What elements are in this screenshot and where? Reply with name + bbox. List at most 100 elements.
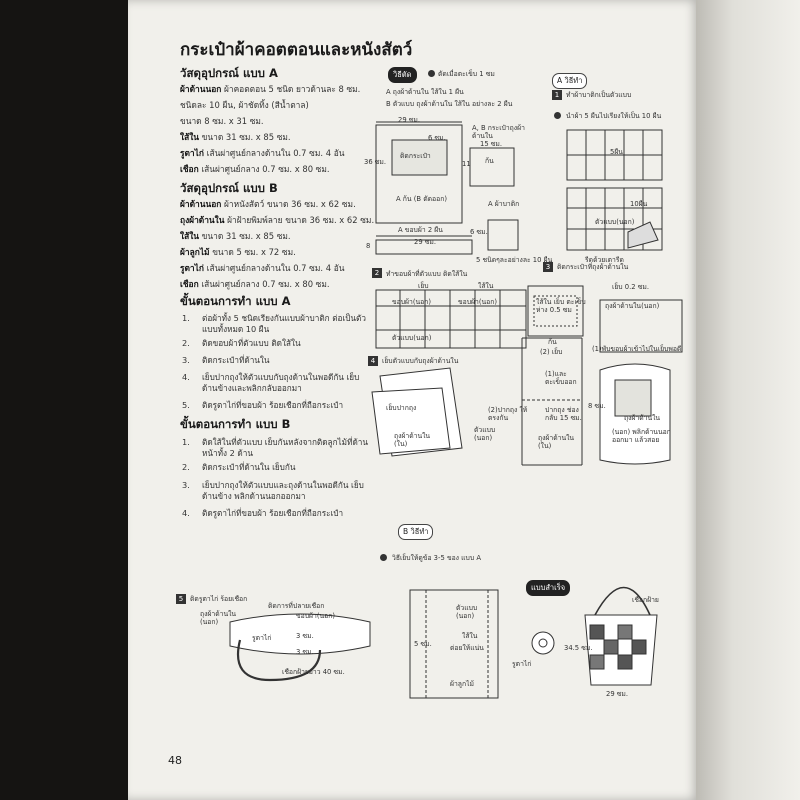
step-num-3: 3 (543, 262, 553, 272)
material-detail: เส้นผ่าศูนย์กลาง 0.7 ซม. x 80 ซม. (198, 279, 330, 289)
b-5cm: 5 ซม. (414, 640, 432, 648)
material-detail: ผ้าคอตตอน 5 ชนิด ยาวด้านละ 8 ซม. (221, 84, 361, 94)
iron-label: รีดด้วยเตารีด (585, 256, 624, 264)
step-number: 3. (182, 480, 190, 490)
fig2-title: ทำขอบผ้าที่ตัวแบบ ติดใส้ใน (386, 270, 468, 278)
material-line: ใส้ใน ขนาด 31 ซม. x 85 ซม. (180, 231, 291, 241)
b-lace: ผ้าลูกไม้ (450, 680, 474, 688)
material-line: รูตาไก่ เส้นผ่าศูนย์กลางด้านใน 0.7 ซม. 4… (180, 148, 344, 158)
fig3-pocket (527, 285, 584, 337)
dim-345: 34.5 ซม. (564, 644, 593, 652)
pattern-piece-pocket (469, 147, 515, 187)
fit-label: (2)ปากถุง ให้ตรงกัน (488, 406, 528, 422)
pocket-label: ติดกระเป๋า (400, 152, 431, 160)
fig5-title: ติดรูตาไก่ ร้อยเชือก (190, 595, 248, 603)
material-detail: ผ้าฝ้ายพิมพ์ลาย ขนาด 36 ซม. x 62 ซม. (224, 215, 375, 225)
material-name: เชือก (180, 279, 199, 289)
step-text: ติดรูตาไก่ที่ขอบผ้า ร้อยเชือกที่ถือกระเป… (202, 508, 344, 518)
iron-shape (627, 221, 659, 249)
cut-b: B ตัวแบบ ถุงผ้าด้านใน ใส้ใน อย่างละ 2 ผื… (386, 100, 513, 108)
step-num-4: 4 (368, 356, 378, 366)
step-number: 2. (182, 462, 190, 472)
dim-29: 29 ซม. (398, 116, 421, 124)
step-num-1: 1 (552, 90, 562, 100)
cut-a: A ถุงผ้าด้านใน ใส้ใน 1 ผืน (386, 88, 464, 96)
material-line: ขนาด 8 ซม. x 31 ซม. (180, 116, 264, 126)
material-detail: เส้นผ่าศูนย์กลางด้านใน 0.7 ซม. 4 อัน (203, 263, 345, 273)
step-number: 1. (182, 437, 190, 447)
dim-3a: 3 ซม. (296, 632, 314, 640)
fig4-title: เย็บตัวแบบกับถุงผ้าด้านใน (382, 357, 459, 365)
material-line: ผ้าด้านนอก ผ้าหนังสัตว์ ขนาด 36 ซม. x 62… (180, 199, 356, 209)
dim-6b: 6 ซม. (470, 228, 488, 236)
material-name: ใส้ใน (180, 231, 200, 241)
cut-note: ตัดเมื่อตะเข็บ 1 ซม (438, 70, 495, 78)
page-title: กระเป๋าผ้าคอตตอนและหนังสัตว์ (180, 40, 413, 60)
bullet-icon (554, 112, 561, 119)
bullet-icon (380, 554, 387, 561)
material-detail: ขนาด 5 ซม. x 72 ซม. (209, 247, 296, 257)
b-lining: ใส้ใน (462, 632, 478, 640)
b-note: วิธีเย็บให้ดูข้อ 3-5 ของ แบบ A (392, 554, 481, 562)
step-num-5: 5 (176, 594, 186, 604)
step-number: 5. (182, 400, 190, 410)
material-name: รูตาไก่ (180, 148, 204, 158)
five-pieces: 5ผืน (610, 148, 623, 156)
step-text: เย็บปากถุงให้ตัวแบบกับถุงด้านในพอดีกัน เ… (202, 372, 360, 393)
material-name: ผ้าด้านนอก (180, 84, 222, 94)
fig2-edge-out2: ขอบผ้า(นอก) (458, 298, 497, 306)
a-batik: A ผ้าบาติก (488, 200, 520, 208)
step-number: 4. (182, 372, 190, 382)
a-edge: A ขอบผ้า 2 ผืน (398, 226, 443, 234)
a-step1-note: นำผ้า 5 ผืนไปเรียงให้เป็น 10 ผืน (566, 112, 662, 120)
sew-02: เย็บ 0.2 ซม. (612, 283, 650, 291)
ten-pieces: 10ผืน (630, 200, 648, 208)
material-line: ใส้ใน ขนาด 31 ซม. x 85 ซม. (180, 132, 291, 142)
material-line: ชนิดละ 10 ผืน, ผ้าชัดทิ้ง (สีน้ำตาล) (180, 100, 309, 110)
material-line: เชือก เส้นผ่าศูนย์กลาง 0.7 ซม. x 80 ซม. (180, 279, 330, 289)
cut-tag: วิธีตัด (388, 67, 417, 83)
step-text: ติดกระเป๋าที่ด้านใน (202, 355, 270, 365)
dim-29b: 29 ซม. (414, 238, 437, 246)
material-detail: ขนาด 31 ซม. x 85 ซม. (199, 231, 291, 241)
step-text: ติดรูตาไก่ที่ขอบผ้า ร้อยเชือกที่ถือกระเป… (202, 400, 344, 410)
material-line: ผ้าด้านนอก ผ้าคอตตอน 5 ชนิด ยาวด้านละ 8 … (180, 84, 360, 94)
bag-in: ถุงผ้าด้านใน(นอก) (605, 302, 660, 310)
pocket-placement (391, 139, 448, 176)
material-line: ถุงผ้าด้านใน ผ้าฝ้ายพิมพ์ลาย ขนาด 36 ซม.… (180, 215, 374, 225)
step-text: เย็บปากถุงให้ตัวแบบและถุงด้านในพอดีกัน เ… (202, 480, 364, 501)
material-detail: ขนาด 8 ซม. x 31 ซม. (180, 116, 264, 126)
bag-in2: ถุงผ้าด้านใน (ใน) (394, 432, 431, 448)
fig3-title: ติดกระเป๋าที่ถุงผ้าด้านใน (557, 263, 629, 271)
batik-grid-bottom (566, 187, 663, 251)
fig2-body-out: ตัวแบบ(นอก) (392, 334, 432, 342)
material-detail: ขนาด 31 ซม. x 85 ซม. (199, 132, 291, 142)
material-name: ใส้ใน (180, 132, 200, 142)
step-number: 4. (182, 508, 190, 518)
bottom2: ก้น (548, 338, 557, 346)
a-bottom: A ก้น (B ตัดออก) (396, 195, 447, 203)
ab-pocket: A, B กระเป๋าถุงผ้าด้านใน (472, 124, 525, 140)
material-detail: ผ้าหนังสัตว์ ขนาด 36 ซม. x 62 ซม. (221, 199, 356, 209)
rope-len: เชือกฝ้ายยาว 40 ซม. (282, 668, 345, 676)
step-text: ติดกระเป๋าที่ด้านใน เย็บกัน (202, 462, 296, 472)
facing-page-edge (696, 0, 800, 800)
material-line: เชือก เส้นผ่าศูนย์กลาง 0.7 ซม. x 80 ซม. (180, 164, 330, 174)
fig3-bag-in (599, 299, 683, 353)
dim-15: 15 ซม. (480, 140, 503, 148)
step-num-2: 2 (372, 268, 382, 278)
bag-in4: ถุงผ้าด้านใน (624, 414, 661, 422)
bag-in5: ถุงผ้าด้านใน (นอก) (200, 610, 237, 626)
dim-8b: 8 ซม. (588, 402, 606, 410)
b-lace-attach: ต่อยให้แน่น (450, 644, 484, 652)
materials-b-heading: วัสดุอุปกรณ์ แบบ B (180, 181, 278, 195)
dim-3b: 3 ซม. (296, 648, 314, 656)
book-binding-shadow (0, 0, 128, 800)
pocket-seam: ใส้ใน เย็บ ตะเข็บห่าง 0.5 ซม (536, 298, 586, 314)
material-line: ผ้าลูกไม้ ขนาด 5 ซม. x 72 ซม. (180, 247, 296, 257)
material-name: ถุงผ้าด้านใน (180, 215, 225, 225)
dim-6: 6 ซม. (428, 134, 446, 142)
body-out3: ตัวแบบ (นอก) (474, 426, 496, 442)
gap-label: (1)และ ตะเข็บออก (545, 370, 577, 386)
